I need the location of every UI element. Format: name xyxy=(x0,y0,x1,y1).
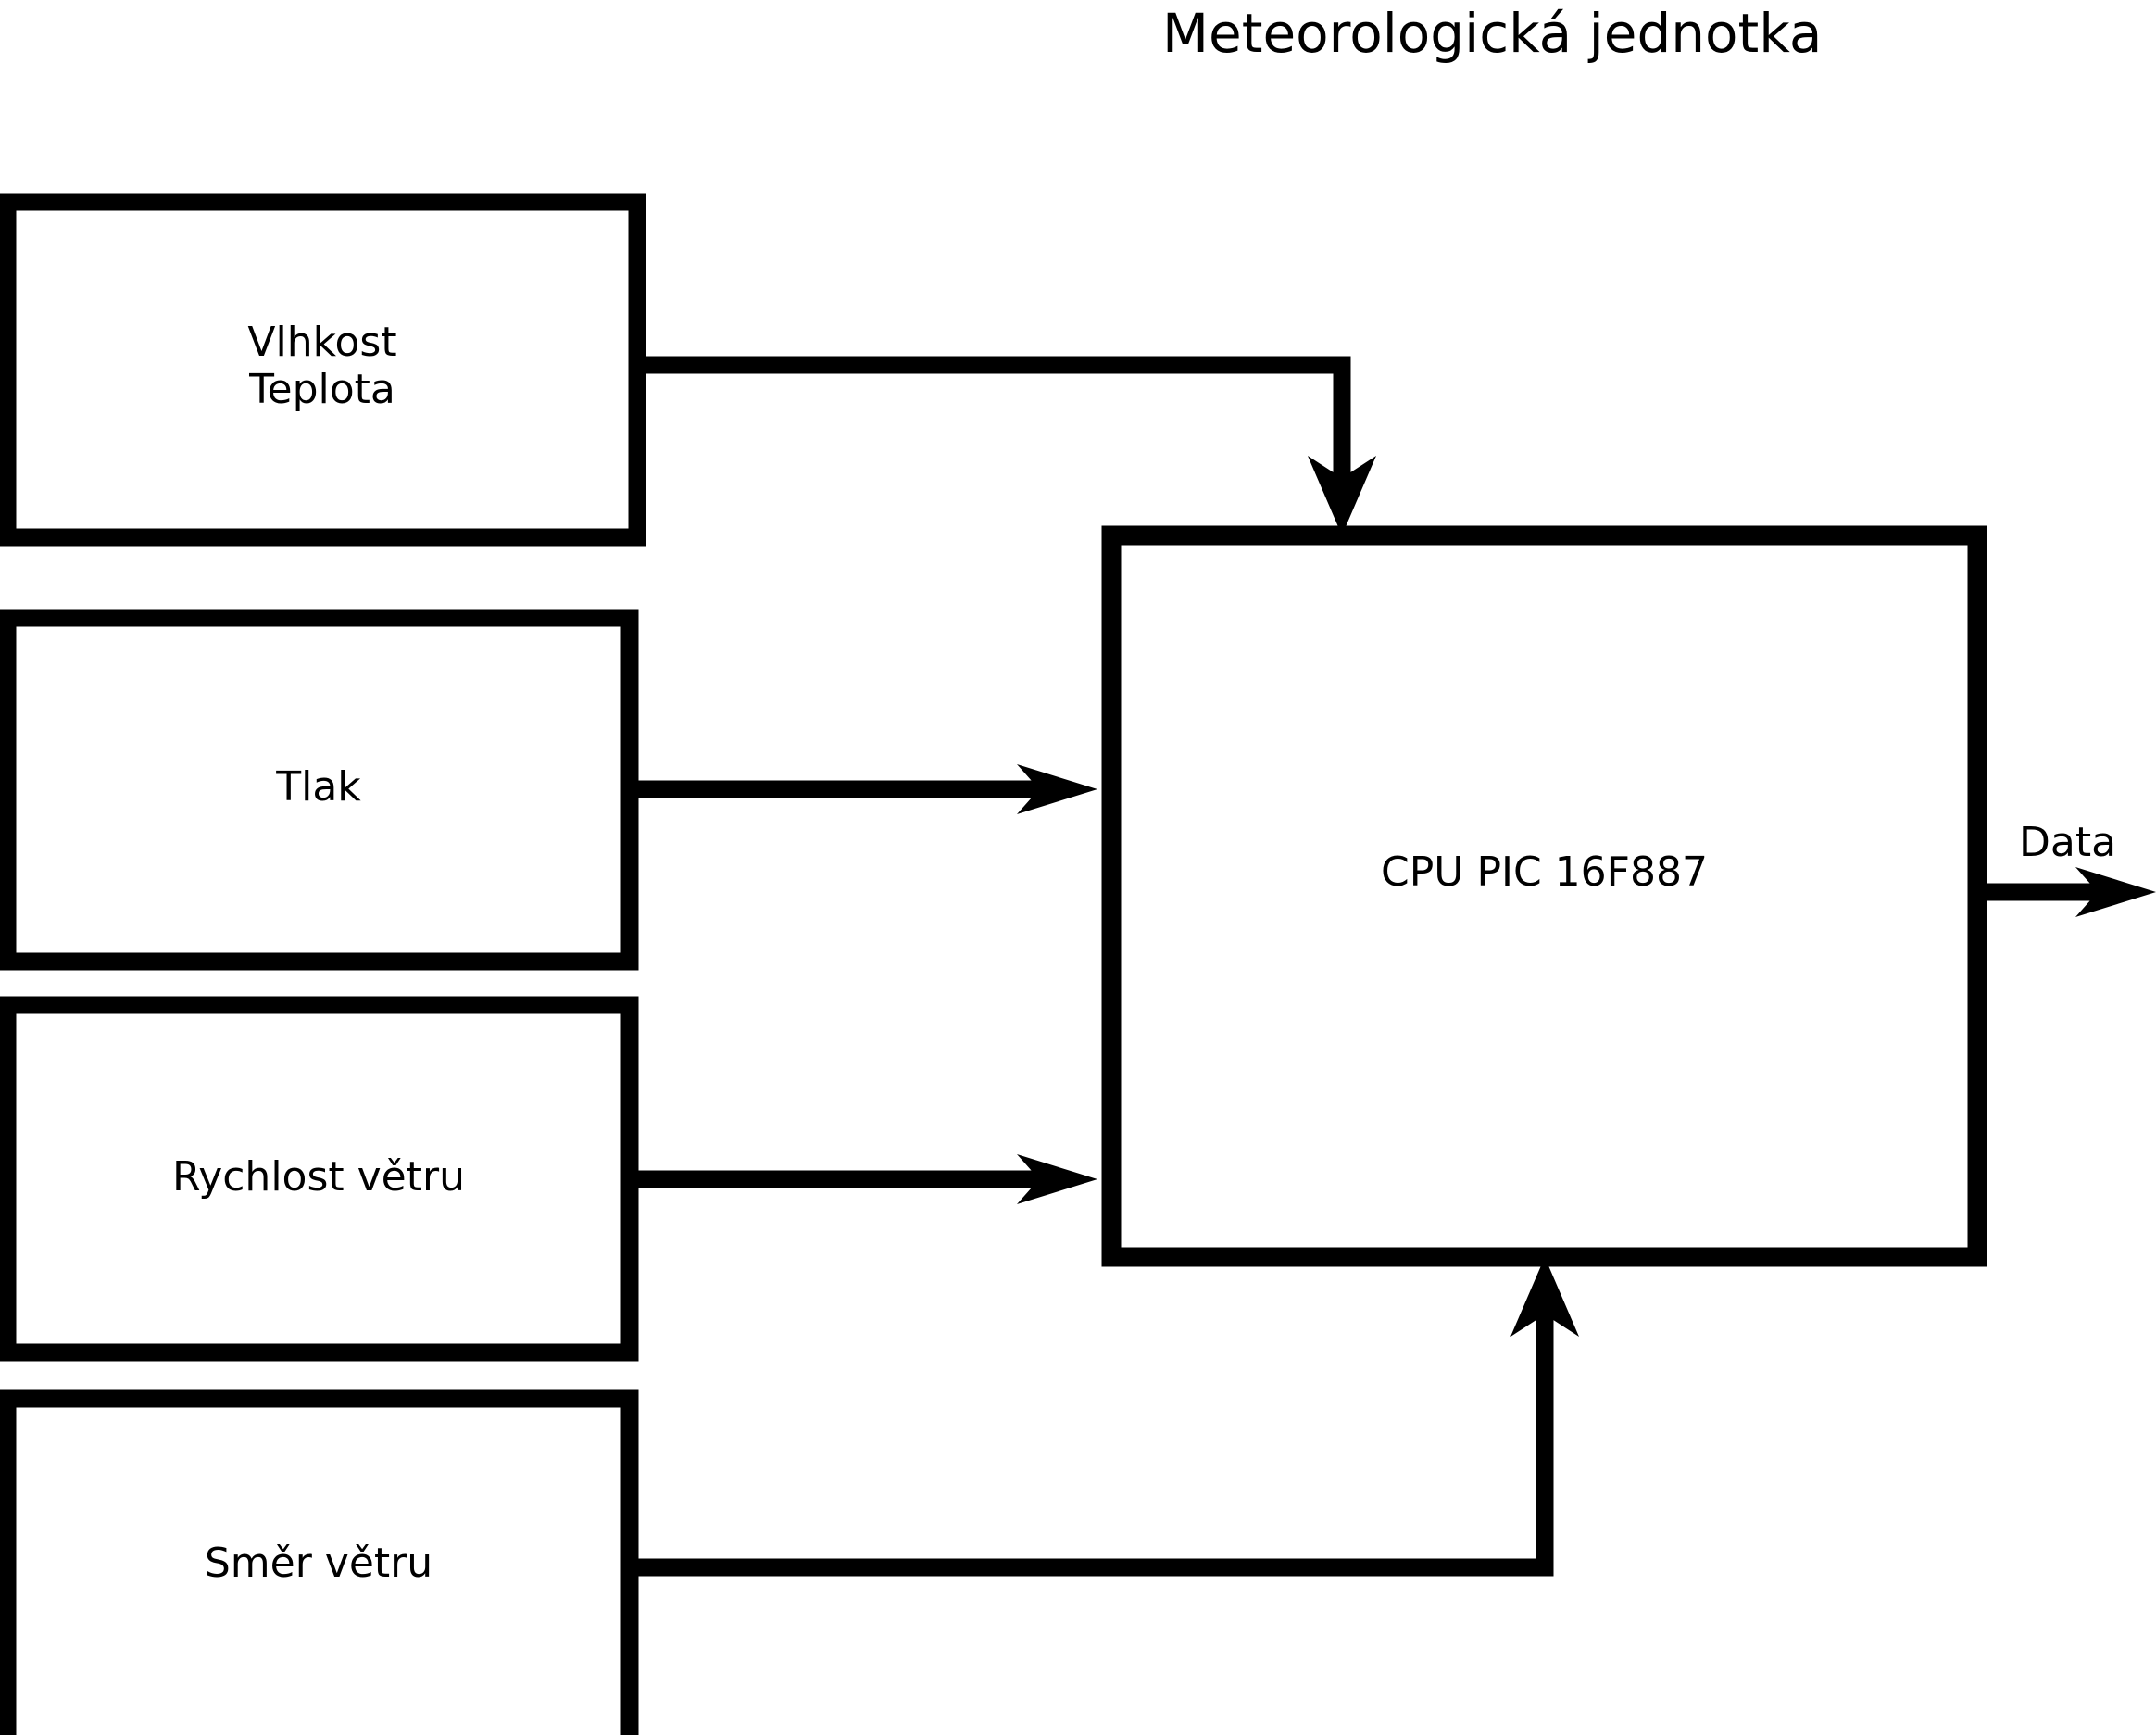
edge-label-data-output: Data xyxy=(2019,819,2117,866)
arrowhead-right-icon xyxy=(1017,1154,1097,1204)
connector-wind-direction-to-cpu xyxy=(630,1257,1579,1577)
arrowhead-up-icon xyxy=(1510,1257,1579,1337)
block-wind-speed[interactable] xyxy=(0,996,639,1362)
block-humidity-temperature[interactable] xyxy=(0,193,646,547)
block-label-pressure: Tlak xyxy=(276,763,361,811)
arrowhead-right-icon xyxy=(2075,867,2156,917)
connector-pressure-to-cpu xyxy=(630,764,1097,814)
block-label-wind-direction: Směr větru xyxy=(204,1540,433,1587)
block-label-humidity-temperature: Vlhkost Teplota xyxy=(247,319,397,413)
block-wind-direction[interactable] xyxy=(0,1389,639,1735)
page-title: Meteorologická jednotka xyxy=(1162,2,1823,65)
arrowhead-right-icon xyxy=(1017,764,1097,814)
block-label-cpu: CPU PIC 16F887 xyxy=(1381,849,1708,896)
block-cpu[interactable] xyxy=(1101,525,1987,1267)
connector-humidity-to-cpu xyxy=(637,356,1376,535)
arrowhead-down-icon xyxy=(1308,456,1376,535)
block-pressure[interactable] xyxy=(0,609,639,971)
block-label-wind-speed: Rychlost větru xyxy=(172,1153,465,1201)
connector-wind-speed-to-cpu xyxy=(630,1154,1097,1204)
connector-cpu-to-data xyxy=(1977,867,2156,917)
